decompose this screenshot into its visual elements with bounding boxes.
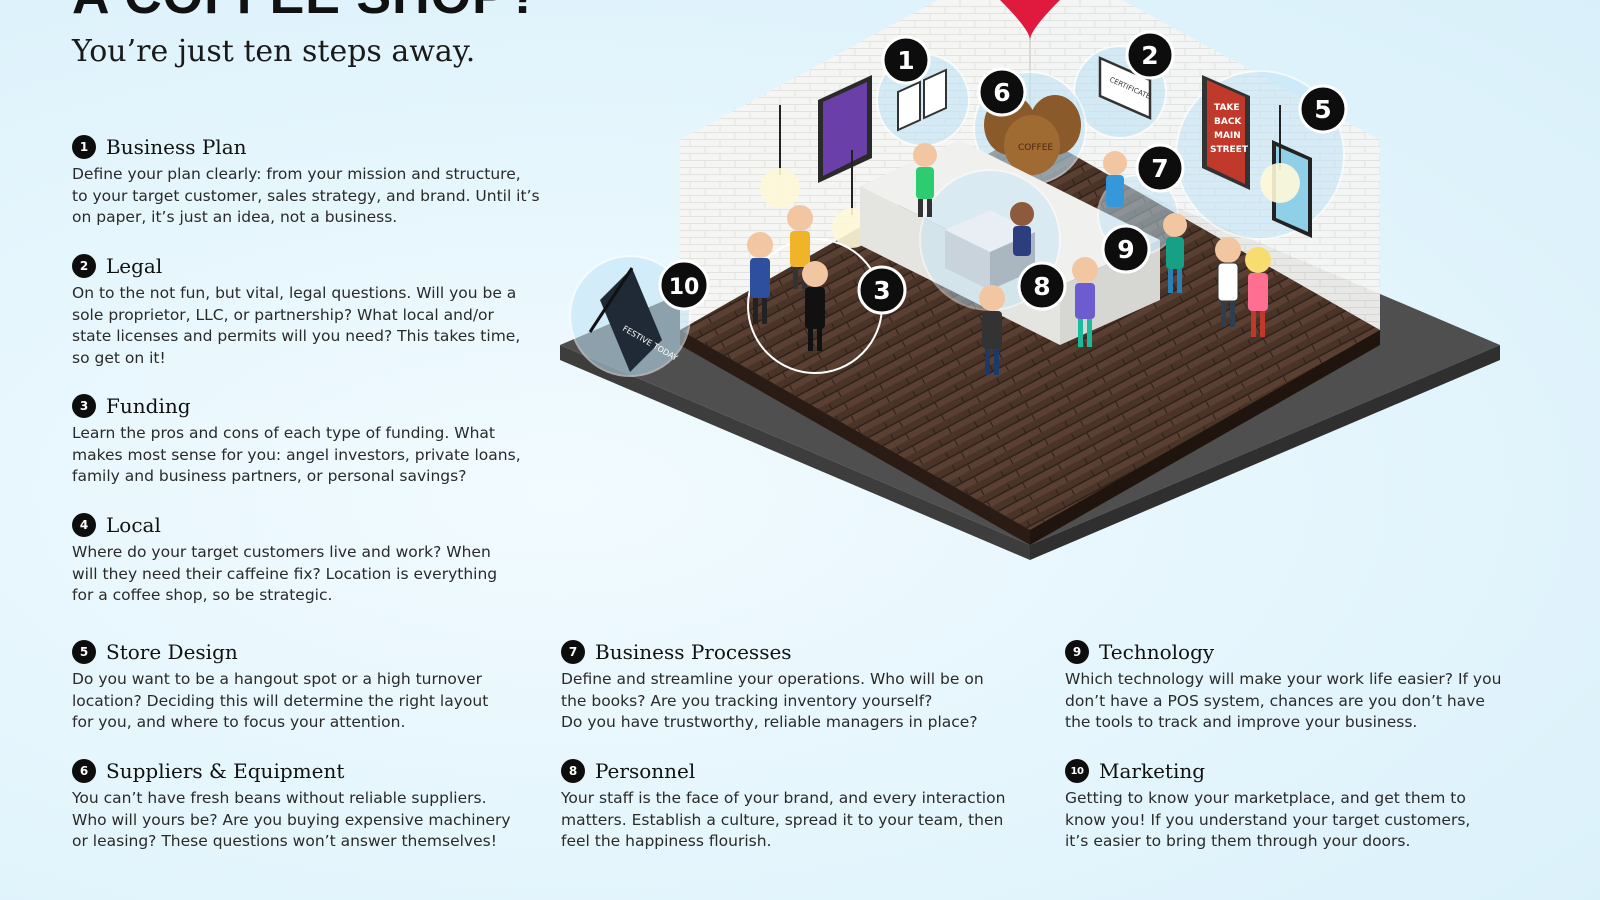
- step-title: Technology: [1099, 640, 1215, 664]
- step-business-plan: 1 Business Plan Define your plan clearly…: [72, 134, 542, 229]
- step-number-badge: 10: [1065, 759, 1089, 783]
- step-header: 1 Business Plan: [72, 134, 542, 160]
- step-number-badge: 8: [561, 759, 585, 783]
- step-header: 9 Technology: [1065, 639, 1535, 665]
- step-description: Your staff is the face of your brand, an…: [561, 789, 1006, 850]
- marker-7: 7: [1135, 143, 1185, 193]
- step-description: Where do your target customers live and …: [72, 543, 498, 604]
- step-title: Legal: [106, 254, 163, 278]
- step-title: Business Processes: [595, 640, 792, 664]
- marker-label: 10: [669, 275, 700, 300]
- step-number-badge: 7: [561, 640, 585, 664]
- location-pin-icon: [1000, 0, 1060, 40]
- step-number-badge: 2: [72, 254, 96, 278]
- step-description: Do you want to be a hangout spot or a hi…: [72, 670, 489, 731]
- step-technology: 9 Technology Which technology will make …: [1065, 639, 1535, 734]
- coffee-shop-illustration: CERTIFICATE COFFEE TAKE BACK MAIN STREET: [560, 0, 1500, 560]
- step-store-design: 5 Store Design Do you want to be a hango…: [72, 639, 542, 734]
- step-header: 5 Store Design: [72, 639, 542, 665]
- step-title: Funding: [106, 394, 191, 418]
- step-title: Store Design: [106, 640, 238, 664]
- marker-label: 2: [1141, 41, 1158, 70]
- step-description: Define your plan clearly: from your miss…: [72, 165, 540, 226]
- poster-line: TAKE: [1214, 103, 1240, 113]
- floor-edge: [680, 330, 1030, 545]
- marker-5: 5: [1298, 84, 1348, 134]
- marker-8: 8: [1017, 261, 1067, 311]
- step-marketing: 10 Marketing Getting to know your market…: [1065, 758, 1535, 853]
- step-description: You can’t have fresh beans without relia…: [72, 789, 511, 850]
- step-title: Business Plan: [106, 135, 247, 159]
- step-header: 6 Suppliers & Equipment: [72, 758, 542, 784]
- step-title: Local: [106, 513, 161, 537]
- purple-artwork: [818, 75, 872, 183]
- step-header: 7 Business Processes: [561, 639, 1031, 665]
- marker-label: 3: [873, 276, 890, 305]
- step-business-processes: 7 Business Processes Define and streamli…: [561, 639, 1031, 734]
- step-description: Which technology will make your work lif…: [1065, 670, 1502, 731]
- step-header: 3 Funding: [72, 393, 542, 419]
- marker-label: 8: [1033, 272, 1050, 301]
- customer-figures: [747, 143, 1271, 375]
- step-header: 10 Marketing: [1065, 758, 1535, 784]
- step-title: Marketing: [1099, 759, 1206, 783]
- step-description: On to the not fun, but vital, legal ques…: [72, 284, 521, 367]
- step-number-badge: 6: [72, 759, 96, 783]
- poster-line: BACK: [1214, 117, 1242, 127]
- step-header: 8 Personnel: [561, 758, 1031, 784]
- marker-2: 2: [1125, 30, 1175, 80]
- sack-label: COFFEE: [1018, 143, 1053, 153]
- sandwich-board-sign: FESTIVE TODAY: [588, 267, 679, 372]
- marker-label: 6: [993, 78, 1010, 107]
- step-personnel: 8 Personnel Your staff is the face of yo…: [561, 758, 1031, 853]
- marker-label: 1: [897, 46, 914, 75]
- marker-6: 6: [977, 67, 1027, 117]
- headline: A COFFEE SHOP?: [72, 0, 541, 26]
- subheadline: You’re just ten steps away.: [72, 34, 476, 69]
- marker-3: 3: [857, 265, 907, 315]
- step-number-badge: 3: [72, 394, 96, 418]
- step-description: Getting to know your marketplace, and ge…: [1065, 789, 1471, 850]
- step-description: Learn the pros and cons of each type of …: [72, 424, 521, 485]
- step-title: Personnel: [595, 759, 696, 783]
- step-suppliers-equipment: 6 Suppliers & Equipment You can’t have f…: [72, 758, 542, 853]
- step-header: 2 Legal: [72, 253, 542, 279]
- marker-9: 9: [1101, 224, 1151, 274]
- poster-line: STREET: [1210, 145, 1249, 155]
- step-number-badge: 4: [72, 513, 96, 537]
- step-title: Suppliers & Equipment: [106, 759, 345, 783]
- step-local: 4 Local Where do your target customers l…: [72, 512, 542, 607]
- marker-label: 5: [1314, 95, 1331, 124]
- floor-edge: [1030, 330, 1380, 545]
- marker-label: 9: [1117, 235, 1134, 264]
- step-header: 4 Local: [72, 512, 542, 538]
- step-number-badge: 5: [72, 640, 96, 664]
- marker-1: 1: [881, 35, 931, 85]
- step-funding: 3 Funding Learn the pros and cons of eac…: [72, 393, 542, 488]
- illustration-number-markers: 1 2 3 5 6 7 8 9 10: [658, 30, 1348, 315]
- step-number-badge: 1: [72, 135, 96, 159]
- poster-line: MAIN: [1214, 131, 1241, 141]
- step-number-badge: 9: [1065, 640, 1089, 664]
- step-description: Define and streamline your operations. W…: [561, 670, 984, 731]
- marker-10: 10: [658, 259, 710, 311]
- marker-label: 7: [1151, 154, 1168, 183]
- step-legal: 2 Legal On to the not fun, but vital, le…: [72, 253, 542, 369]
